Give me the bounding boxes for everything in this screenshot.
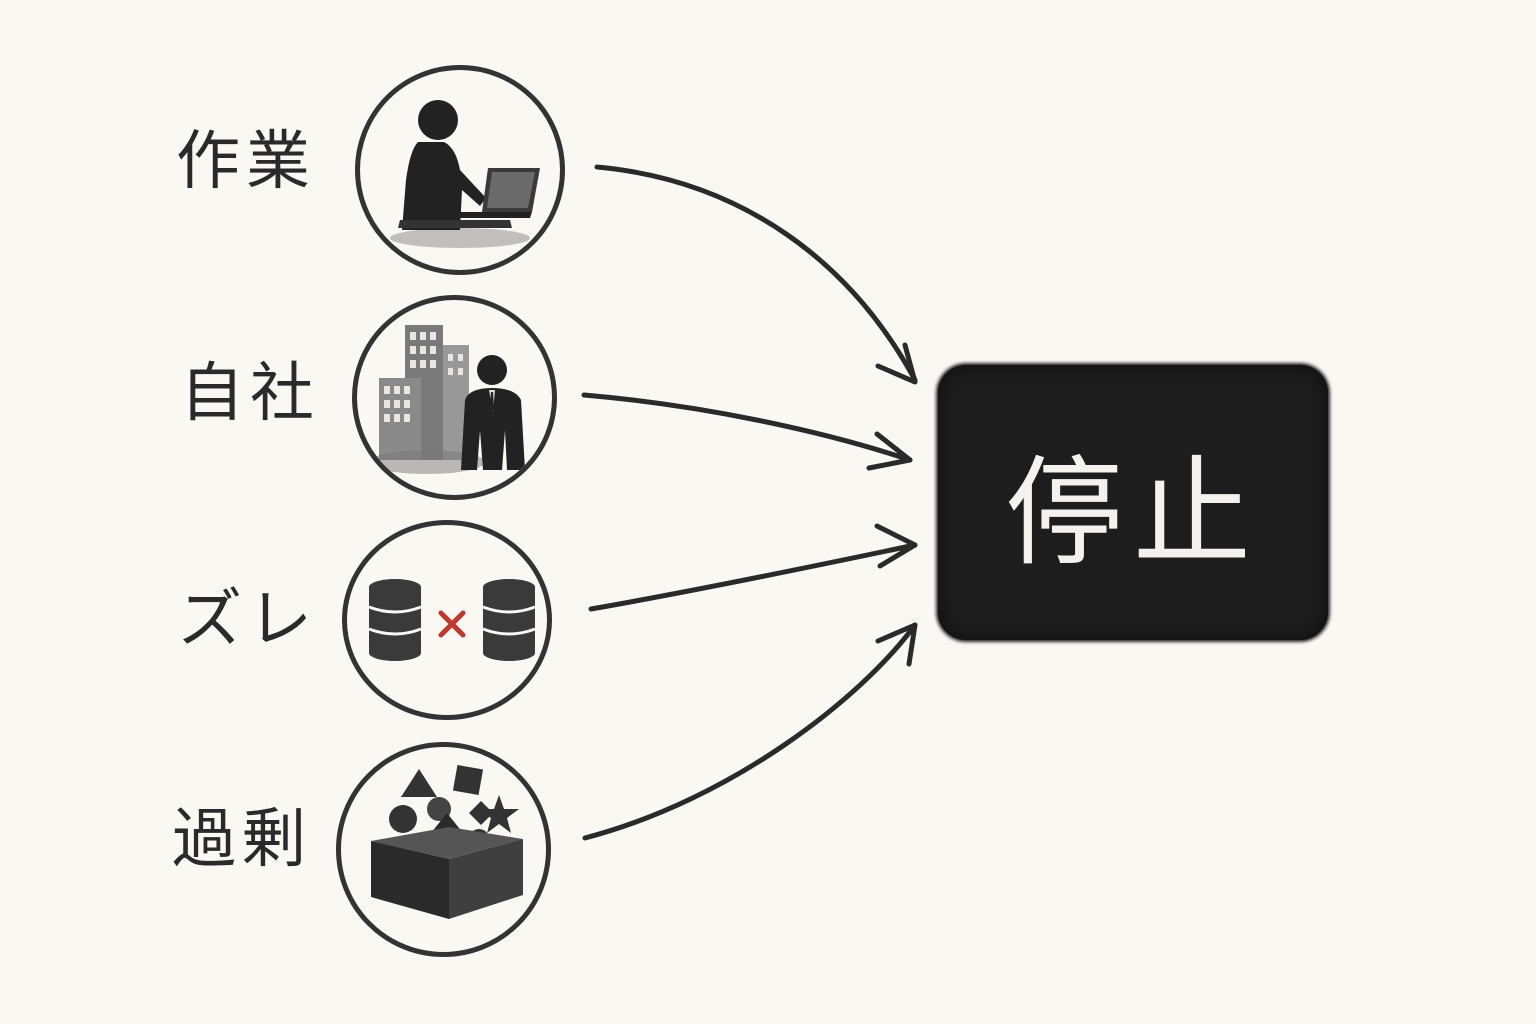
node-icon-circle-mismatch	[342, 520, 552, 720]
stop-label: 停止	[1004, 444, 1261, 582]
box-overflow-shapes-icon	[371, 764, 523, 919]
arrow-mismatch-to-stop	[588, 542, 918, 612]
arrowhead-work	[875, 342, 918, 385]
arrow-own-company-to-stop	[581, 392, 913, 463]
arrow-work-to-stop	[594, 164, 918, 383]
arrowhead-own-company	[866, 431, 913, 471]
node-label-work: 作業	[176, 125, 316, 199]
arrow-excess-to-stop	[582, 622, 918, 841]
database-mismatch-icon	[368, 579, 536, 661]
red-x-icon	[438, 610, 466, 638]
node-icon-circle-own-company	[352, 295, 557, 500]
arrowhead-mismatch	[874, 523, 918, 569]
stop-box: 停止	[938, 365, 1328, 640]
building-businessman-icon	[369, 325, 525, 474]
person-laptop-icon	[390, 100, 540, 248]
node-label-excess: 過剰	[172, 803, 312, 877]
node-icon-circle-work	[355, 65, 565, 275]
node-icon-circle-excess	[336, 742, 551, 957]
node-label-own-company: 自社	[180, 357, 320, 431]
node-label-mismatch: ズレ	[178, 583, 318, 657]
arrowhead-excess	[875, 622, 918, 667]
